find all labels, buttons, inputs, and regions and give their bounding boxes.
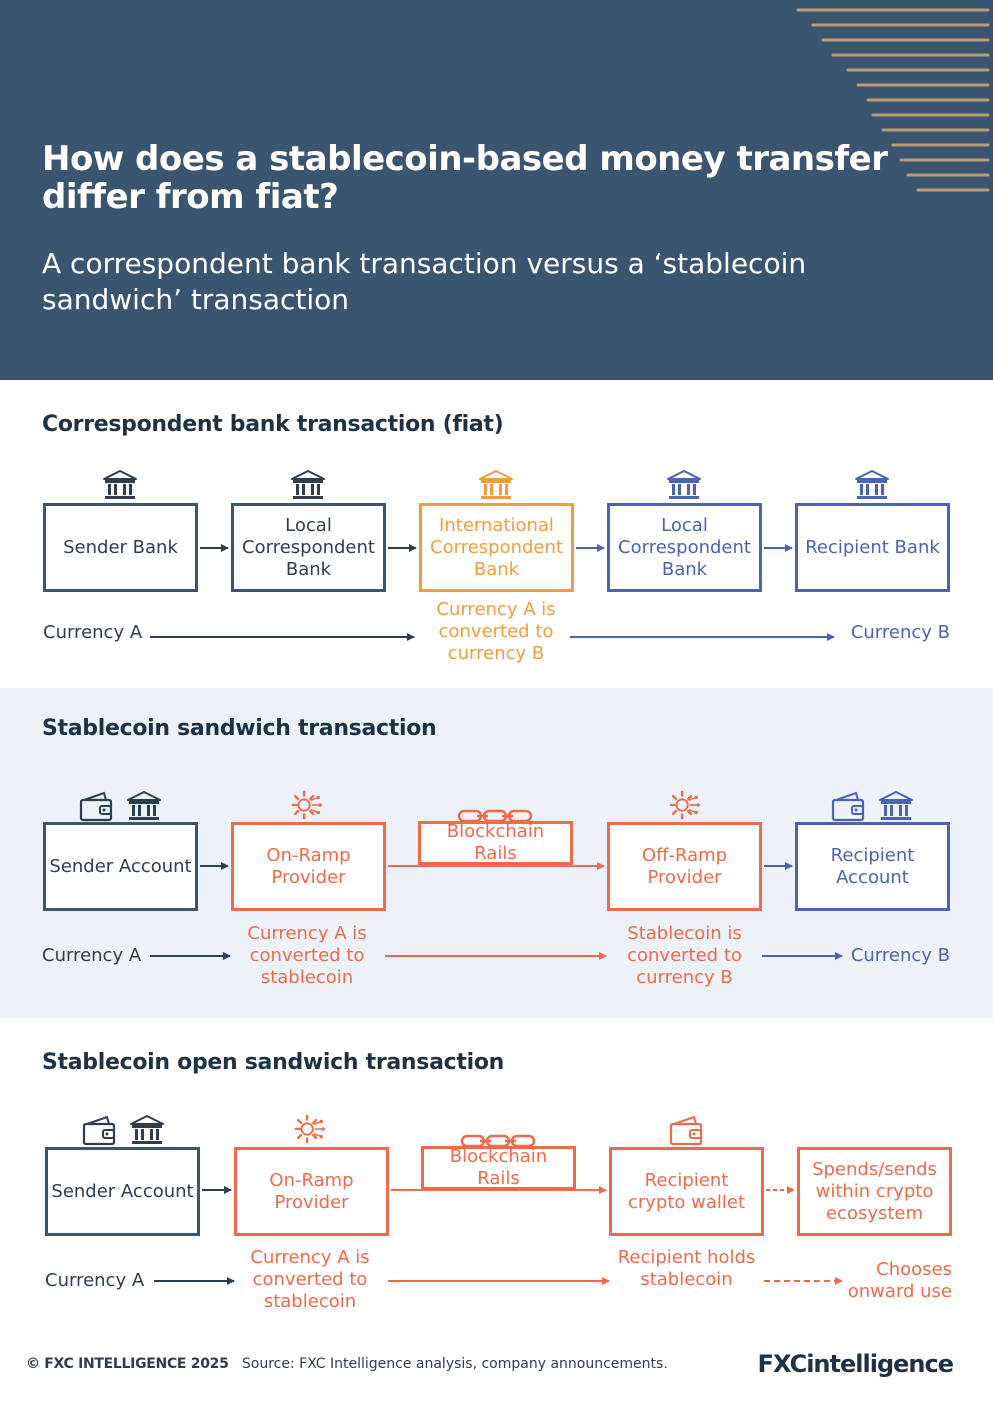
bank-icon xyxy=(130,1115,164,1145)
bank-icon xyxy=(879,791,913,821)
box-international-correspondent-bank: International Correspondent Bank xyxy=(419,503,574,592)
wallet-icon xyxy=(82,1115,116,1146)
gear-icon xyxy=(291,790,324,820)
wallet-icon xyxy=(831,791,865,822)
label-onramp-note-2: Currency A is converted to stablecoin xyxy=(247,923,367,988)
box-local-correspondent-bank-a: Local Correspondent Bank xyxy=(231,503,386,592)
label-currency-a-3: Currency A xyxy=(45,1270,145,1291)
wallet-icon xyxy=(79,791,113,822)
label-onramp-note-3: Currency A is converted to stablecoin xyxy=(250,1247,370,1312)
box-spends-sends: Spends/sends within crypto ecosystem xyxy=(797,1147,952,1236)
bank-icon xyxy=(479,470,513,500)
bank-icon xyxy=(855,470,889,500)
gear-icon xyxy=(294,1114,327,1144)
chain-icon xyxy=(460,1134,536,1148)
box-recipient-crypto-wallet: Recipient crypto wallet xyxy=(609,1147,764,1236)
box-blockchain-rails: Blockchain Rails xyxy=(418,821,573,865)
label-currency-b-1: Currency B xyxy=(850,622,950,643)
box-on-ramp-provider-open: On-Ramp Provider xyxy=(234,1147,389,1236)
section-title-sandwich: Stablecoin sandwich transaction xyxy=(42,716,437,741)
box-local-correspondent-bank-b: Local Correspondent Bank xyxy=(607,503,762,592)
label-onward-note-3: Chooses onward use xyxy=(847,1259,952,1302)
box-sender-account-open: Sender Account xyxy=(45,1147,200,1236)
label-currency-a-1: Currency A xyxy=(43,622,143,643)
box-blockchain-rails-open: Blockchain Rails xyxy=(421,1146,576,1190)
section-title-correspondent: Correspondent bank transaction (fiat) xyxy=(42,412,504,437)
box-recipient-account: Recipient Account xyxy=(795,822,950,911)
label-currency-a-2: Currency A xyxy=(42,945,142,966)
label-currency-b-2: Currency B xyxy=(850,945,950,966)
box-recipient-bank: Recipient Bank xyxy=(795,503,950,592)
label-offramp-note-2: Stablecoin is converted to currency B xyxy=(627,923,742,988)
box-off-ramp-provider: Off-Ramp Provider xyxy=(607,822,762,911)
bank-icon xyxy=(127,791,161,821)
decorative-lines xyxy=(796,8,990,192)
wallet-icon xyxy=(669,1115,703,1146)
label-conversion-1: Currency A is converted to currency B xyxy=(436,599,556,664)
box-sender-account: Sender Account xyxy=(43,822,198,911)
copyright: © FXC INTELLIGENCE 2025 xyxy=(26,1356,229,1372)
bank-icon xyxy=(103,470,137,500)
source-note: Source: FXC Intelligence analysis, compa… xyxy=(241,1356,668,1372)
bank-icon xyxy=(291,470,325,500)
page-title: How does a stablecoin-based money transf… xyxy=(42,139,888,217)
section-title-open-sandwich: Stablecoin open sandwich transaction xyxy=(42,1050,505,1075)
bank-icon xyxy=(667,470,701,500)
footer: © FXC INTELLIGENCE 2025 Source: FXC Inte… xyxy=(26,1356,668,1372)
box-on-ramp-provider: On-Ramp Provider xyxy=(231,822,386,911)
chain-icon xyxy=(457,809,533,823)
box-sender-bank: Sender Bank xyxy=(43,503,198,592)
fxc-logo: FXCintelligence xyxy=(757,1350,954,1378)
header-banner: How does a stablecoin-based money transf… xyxy=(0,0,993,380)
gear-icon xyxy=(669,790,702,820)
page-subtitle: A correspondent bank transaction versus … xyxy=(42,247,807,316)
label-holds-note-3: Recipient holds stablecoin xyxy=(617,1247,756,1290)
